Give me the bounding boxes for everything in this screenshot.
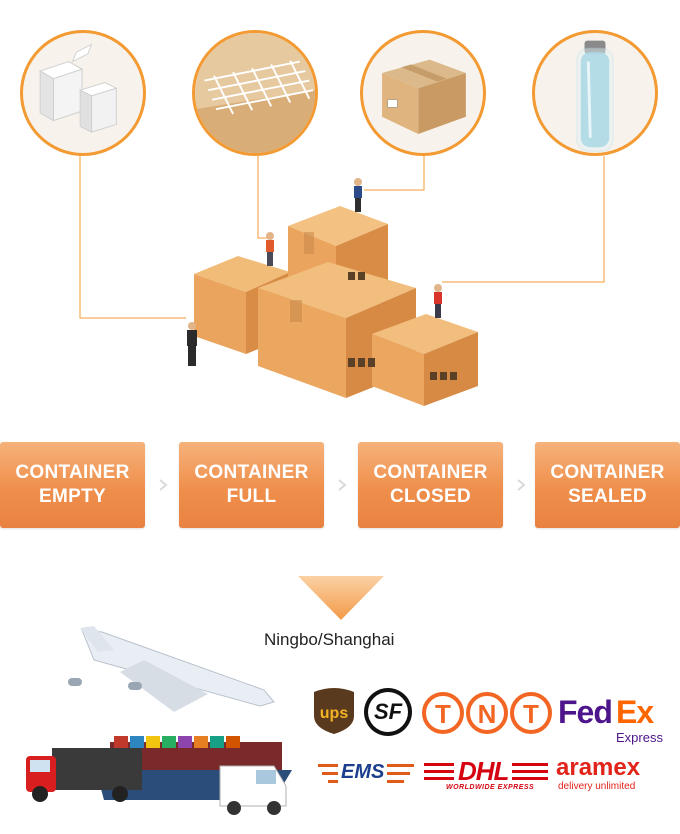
dhl-text: DHL <box>454 756 513 787</box>
connector-lines <box>79 156 605 319</box>
white-boxes-image <box>38 43 118 133</box>
truck-icon <box>26 748 142 802</box>
step-label-line1: CONTAINER <box>373 462 488 483</box>
step-label-line2: EMPTY <box>39 486 106 507</box>
aramex-sub-text: delivery unlimited <box>558 781 636 792</box>
dhl-logo: DHL WORLDWIDE EXPRESS <box>424 756 548 794</box>
closed-carton-image <box>382 59 466 134</box>
tnt-letter-t: T <box>435 699 451 729</box>
ems-text: EMS <box>338 761 388 784</box>
chevron-right-icon <box>517 479 526 491</box>
step-container-closed: CONTAINER CLOSED <box>358 442 503 528</box>
fedex-fed-text: Fed <box>558 694 613 730</box>
chevron-right-icon <box>159 479 168 491</box>
step-label-line2: SEALED <box>568 486 647 507</box>
ems-logo: EMS <box>318 760 414 786</box>
van-icon <box>219 765 287 815</box>
chevron-right-icon <box>338 479 347 491</box>
ups-text: ups <box>320 705 349 722</box>
fedex-express-text: Express <box>616 730 663 745</box>
step-container-empty: CONTAINER EMPTY <box>0 442 145 528</box>
step-label-line1: CONTAINER <box>15 462 130 483</box>
tnt-letter-n: N <box>477 699 497 729</box>
ups-logo: ups <box>314 688 354 734</box>
fedex-logo: Fed Ex Express <box>558 694 674 748</box>
sealed-bottle-circle <box>532 30 658 156</box>
aramex-logo: aramex delivery unlimited <box>556 754 676 794</box>
port-label: Ningbo/Shanghai <box>264 630 395 649</box>
sf-logo: SF <box>364 688 412 736</box>
step-label-line1: CONTAINER <box>550 462 665 483</box>
step-label-line1: CONTAINER <box>194 462 309 483</box>
step-label-line2: CLOSED <box>390 486 471 507</box>
transport-image <box>26 626 292 815</box>
white-boxes-circle <box>20 30 146 156</box>
sealed-bottle-image <box>576 40 614 152</box>
sf-text: SF <box>373 699 403 724</box>
step-label-line2: FULL <box>226 486 277 507</box>
step-container-full: CONTAINER FULL <box>179 442 324 528</box>
fedex-ex-text: Ex <box>616 694 654 730</box>
aramex-text: aramex <box>556 754 641 781</box>
divider-insert-circle <box>192 30 318 156</box>
divider-insert-image <box>195 33 315 153</box>
tnt-logo: T N T <box>422 692 552 736</box>
arrow-down-icon <box>298 576 384 620</box>
airplane-icon <box>68 626 275 712</box>
step-container-sealed: CONTAINER SEALED <box>535 442 680 528</box>
worker-figures <box>187 178 442 366</box>
carton-pile-image <box>187 178 478 406</box>
closed-carton-circle <box>360 30 486 156</box>
dhl-sub-text: WORLDWIDE EXPRESS <box>446 784 535 791</box>
tnt-letter-t: T <box>523 699 539 729</box>
